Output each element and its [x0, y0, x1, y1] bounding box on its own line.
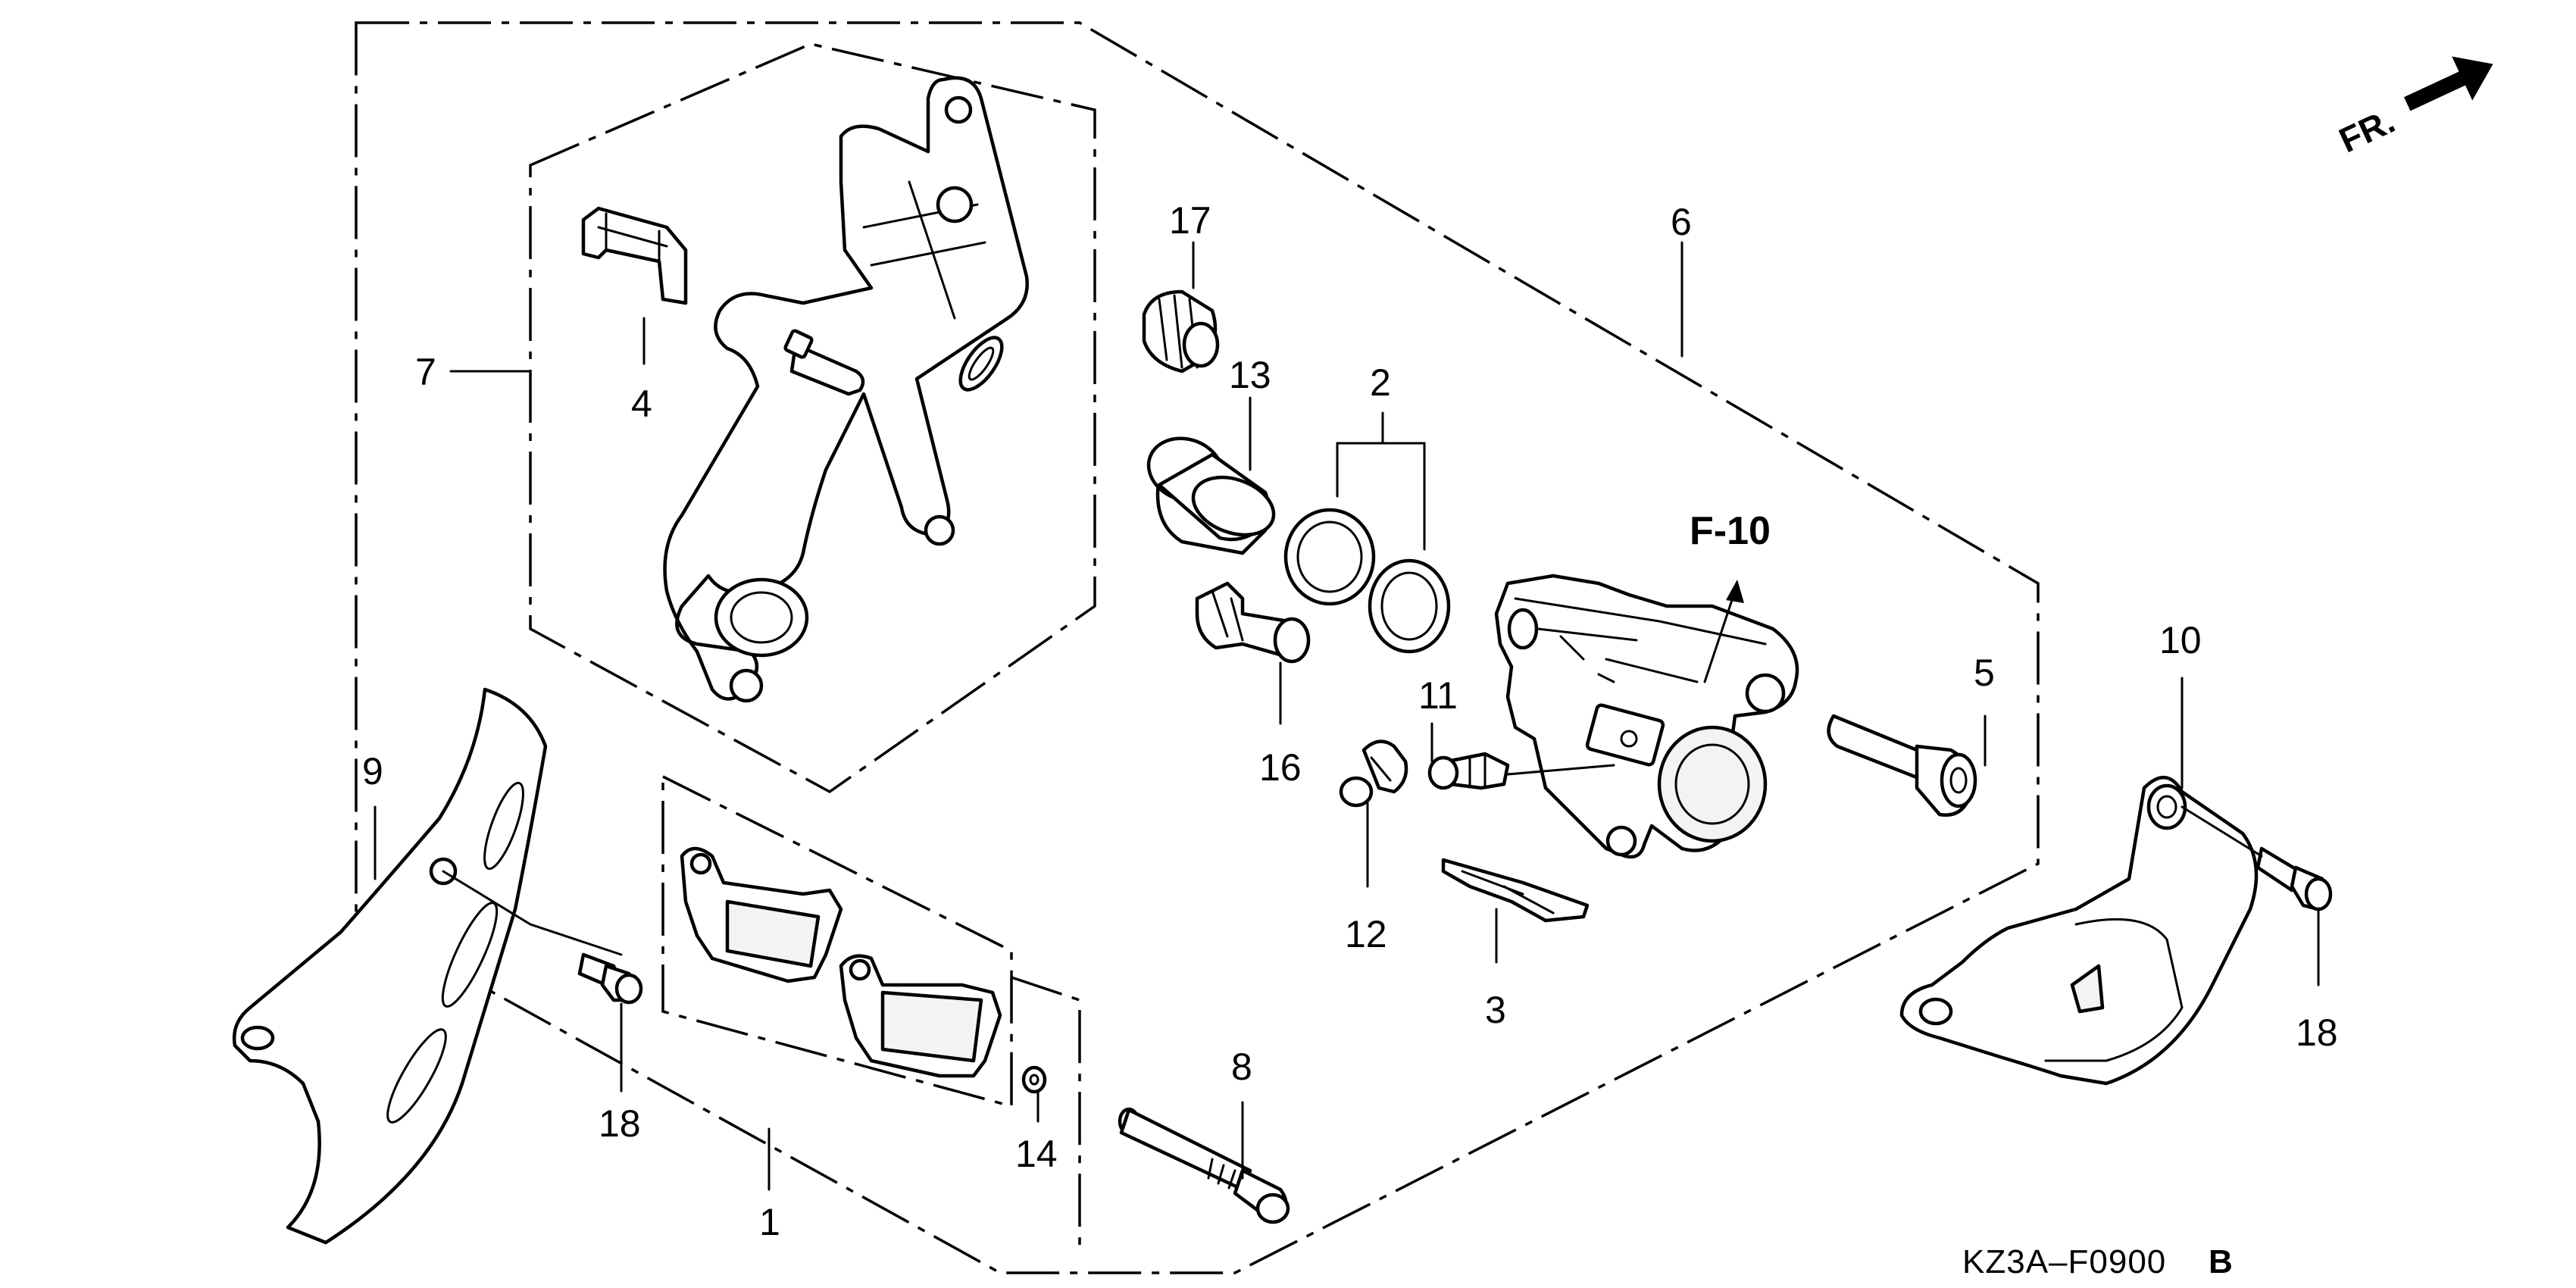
callout-8: 8 — [1231, 1046, 1252, 1088]
callout-13: 13 — [1229, 354, 1271, 396]
slide-pin-bolt-part[interactable] — [1827, 714, 1977, 817]
callout-11: 11 — [1418, 674, 1458, 717]
callout-2: 2 — [1370, 361, 1391, 404]
bracket-assembly-boundary — [529, 42, 1096, 794]
callout-17: 17 — [1169, 199, 1211, 242]
piston-seal-set-part[interactable] — [1283, 508, 1451, 654]
callout-18-left: 18 — [599, 1102, 641, 1145]
boot-part[interactable] — [1142, 289, 1220, 374]
caliper-bracket-part[interactable] — [663, 76, 1029, 703]
bleed-valve-part[interactable] — [1427, 752, 1510, 790]
callout-1: 1 — [759, 1201, 780, 1243]
reference-arrow-icon — [1703, 580, 1744, 683]
protector-bracket-part[interactable] — [1899, 775, 2259, 1086]
pad-shim-part[interactable] — [1441, 858, 1590, 923]
callout-7: 7 — [415, 351, 436, 393]
pad-set-boundary-inner — [1011, 976, 1081, 1250]
washer-part[interactable] — [1021, 1065, 1047, 1094]
leader-lines — [374, 241, 2320, 1191]
front-label: FR. — [2333, 101, 2400, 160]
front-direction-arrow-icon — [2403, 56, 2493, 111]
bolt-right-part[interactable] — [2256, 846, 2333, 911]
callout-labels: 17 13 2 6 7 4 5 11 16 12 3 8 1 14 9 18 1… — [362, 199, 2338, 1243]
bleed-cap-part[interactable] — [1339, 739, 1408, 808]
callout-4: 4 — [631, 383, 652, 425]
callout-6: 6 — [1671, 201, 1692, 243]
pad-set-boundary — [661, 774, 1013, 1108]
slide-pin-part[interactable] — [1195, 581, 1311, 664]
callout-5: 5 — [1974, 652, 1995, 694]
callout-18-right: 18 — [2296, 1011, 2338, 1054]
callout-12: 12 — [1345, 913, 1387, 955]
reference-label: F-10 — [1690, 509, 1771, 553]
caliper-body-part[interactable] — [1494, 574, 1799, 859]
bolt-left-part[interactable] — [577, 952, 643, 1005]
diagram-code: KZ3A–F0900 — [1962, 1243, 2166, 1280]
disc-guard-part[interactable] — [232, 687, 548, 1245]
callout-14: 14 — [1015, 1133, 1058, 1175]
brake-pad-set-part[interactable] — [680, 846, 1002, 1078]
front-direction-marker: FR. — [2333, 56, 2493, 160]
callout-10: 10 — [2159, 619, 2202, 661]
pad-pin-part[interactable] — [1118, 1107, 1290, 1224]
callout-3: 3 — [1485, 989, 1506, 1031]
callout-16: 16 — [1259, 746, 1302, 789]
callout-9: 9 — [362, 750, 383, 792]
diagram-code-suffix: B — [2209, 1243, 2233, 1280]
pad-spring-part[interactable] — [581, 206, 688, 305]
piston-part[interactable] — [1140, 428, 1281, 555]
